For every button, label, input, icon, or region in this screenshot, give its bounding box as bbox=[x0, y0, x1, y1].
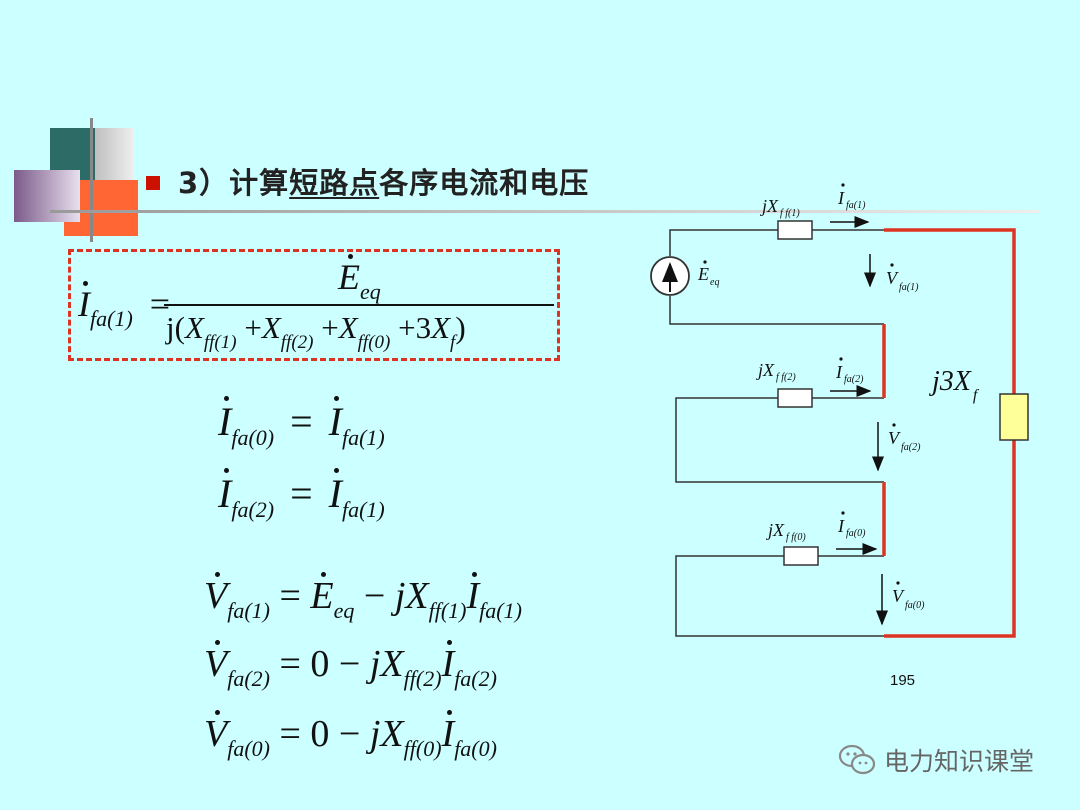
title-bullet bbox=[146, 176, 160, 190]
formula-v0: Vfa(0) = 0 − jXff(0)Ifa(0) bbox=[204, 710, 497, 761]
formula-v1: Vfa(1) = Eeq − jXff(1)Ifa(1) bbox=[204, 572, 522, 623]
formula-v2: Vfa(2) = 0 − jXff(2)Ifa(2) bbox=[204, 640, 497, 691]
deco-square-gray bbox=[95, 128, 133, 188]
watermark: 电力知识课堂 bbox=[838, 742, 1034, 778]
formula-i2-equals-i1: Ifa(2) = Ifa(1) bbox=[218, 468, 385, 522]
impedance-3xf bbox=[999, 393, 1029, 441]
formula-main-numerator: Eeq bbox=[338, 254, 381, 304]
formula-highlight-box bbox=[68, 249, 560, 361]
deco-vertical-line bbox=[90, 118, 93, 242]
deco-square-purple bbox=[14, 170, 80, 222]
series-connection-red bbox=[882, 228, 1029, 638]
zero-sequence-network bbox=[675, 543, 888, 637]
page-number: 195 bbox=[890, 672, 916, 689]
label-e-eq: Eeq bbox=[697, 264, 719, 288]
formula-main-lhs: Ifa(1) = bbox=[78, 281, 171, 331]
wechat-icon bbox=[838, 743, 876, 777]
impedance-ff2 bbox=[777, 388, 813, 408]
fraction-bar bbox=[164, 304, 554, 306]
formula-i0-equals-i1: Ifa(0) = Ifa(1) bbox=[218, 396, 385, 450]
impedance-ff1 bbox=[777, 220, 813, 240]
watermark-text: 电力知识课堂 bbox=[884, 747, 1035, 776]
page-title: 3）计算短路点各序电流和电压 bbox=[178, 166, 590, 200]
impedance-ff0 bbox=[783, 546, 819, 566]
deco-horizontal-line bbox=[50, 210, 1040, 213]
formula-main-denominator: j(Xff(1) +Xff(2) +Xff(0) +3Xf) bbox=[166, 310, 466, 353]
positive-sequence-network bbox=[650, 216, 884, 325]
negative-sequence-network bbox=[675, 385, 884, 483]
